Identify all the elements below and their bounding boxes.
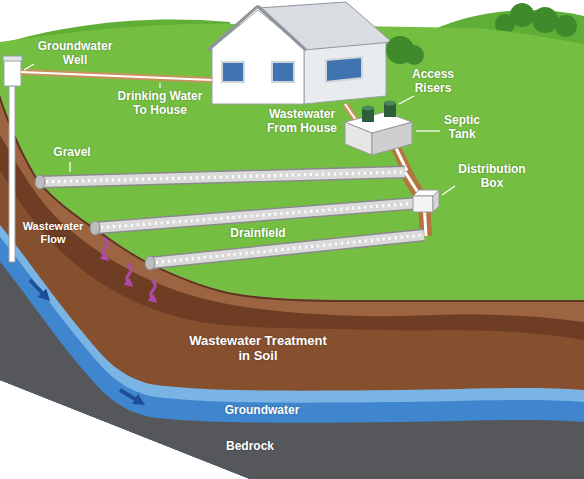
house-roof — [258, 2, 392, 50]
wastewater-arrow — [127, 264, 132, 284]
label-anchor: Groundwater Well — [33, 40, 117, 68]
water-pipe — [21, 72, 212, 80]
well-cap — [3, 56, 22, 61]
well-head — [4, 60, 21, 86]
drain-pipe — [40, 172, 405, 182]
wastewater-arrow — [103, 238, 108, 258]
label-anchor: Groundwater — [225, 404, 300, 418]
house-wall — [304, 40, 386, 104]
label-anchor: Wastewater Treatment in Soil — [188, 334, 328, 364]
callout-label: Access Risers — [405, 68, 461, 96]
label-anchor: Drainfield — [230, 227, 285, 241]
label-anchor: Access Risers — [405, 68, 461, 96]
pipe-holes — [40, 172, 405, 182]
roof-trim — [258, 6, 306, 50]
groundwater-layer — [0, 225, 584, 479]
distribution-box — [433, 190, 439, 212]
access-riser — [362, 106, 374, 111]
bedrock-layer — [0, 262, 584, 479]
septic-tank — [345, 112, 412, 133]
callout-label: Wastewater Flow — [18, 220, 88, 245]
callout-label: Distribution Box — [450, 163, 534, 191]
drain-pipe — [150, 235, 424, 263]
label-anchor: Wastewater Flow — [18, 220, 88, 245]
label-anchor: Wastewater From House — [260, 108, 344, 136]
callout-label: Drinking Water To House — [112, 90, 208, 118]
dark-soil-layer — [0, 135, 584, 479]
gravel-bed — [40, 172, 405, 182]
flow-arrow — [30, 280, 46, 297]
callout-label: Groundwater — [225, 404, 300, 418]
callout-label: Septic Tank — [438, 114, 486, 142]
gravel-bed — [95, 203, 420, 228]
leader-line — [399, 96, 414, 104]
pipe-end — [90, 221, 100, 235]
wastewater-arrow — [151, 280, 156, 300]
roof-trim — [208, 6, 258, 50]
leader-line — [159, 83, 160, 88]
label-anchor: Gravel — [53, 146, 90, 160]
tree — [532, 7, 558, 33]
callout-label: Gravel — [53, 146, 90, 160]
pipe-holes — [95, 203, 420, 228]
callout-label: Drainfield — [230, 227, 285, 241]
callout-label: Wastewater From House — [260, 108, 344, 136]
label-anchor: Septic Tank — [438, 114, 486, 142]
label-anchor: Distribution Box — [450, 163, 534, 191]
leader-line — [416, 130, 440, 131]
tree — [555, 15, 577, 37]
pipe-end — [35, 175, 45, 189]
distribution-box — [413, 196, 433, 212]
label-anchor: Bedrock — [226, 440, 274, 454]
callout-label: Wastewater Treatment in Soil — [188, 334, 328, 364]
leader-line — [442, 186, 455, 195]
water-trench — [21, 72, 212, 80]
flow-arrow — [120, 390, 140, 402]
pipe-end — [145, 256, 155, 270]
access-riser — [384, 101, 396, 106]
treatment-soil-layer — [0, 170, 584, 479]
shrub — [404, 45, 424, 65]
leader-line — [24, 64, 34, 70]
gravel-bed — [150, 235, 424, 263]
house-window — [326, 57, 362, 82]
pipe-holes — [150, 235, 424, 263]
house-window — [222, 62, 244, 82]
well-pipe — [9, 86, 15, 262]
drain-pipe — [95, 203, 420, 228]
callout-label: Groundwater Well — [33, 40, 117, 68]
leader-line — [69, 162, 70, 172]
house-window — [272, 62, 294, 82]
groundwater-layer — [0, 237, 584, 479]
label-anchor: Drinking Water To House — [112, 90, 208, 118]
callout-label: Bedrock — [226, 440, 274, 454]
tree — [510, 3, 534, 27]
ground-edge — [0, 95, 584, 300]
